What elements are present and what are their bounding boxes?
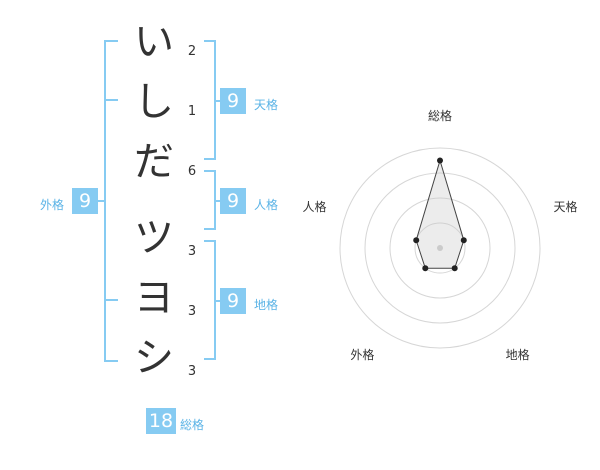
radar-ring bbox=[339, 147, 541, 349]
radar-series-area bbox=[415, 158, 465, 269]
radar-point-5 bbox=[413, 237, 420, 244]
jinkaku-connector bbox=[214, 200, 222, 202]
chikaku-value-box: 9 bbox=[220, 288, 246, 314]
jinkaku-value-box: 9 bbox=[220, 188, 246, 214]
radar-ring bbox=[389, 197, 491, 299]
name-char-6: シ bbox=[134, 335, 174, 381]
stroke-count-2: 1 bbox=[187, 104, 197, 119]
radar-point-4 bbox=[422, 265, 429, 272]
stroke-count-1: 2 bbox=[187, 44, 197, 59]
name-char-3: だ bbox=[134, 139, 174, 185]
soukaku-label: 総格 bbox=[180, 418, 205, 432]
gaikaku-label: 外格 bbox=[40, 198, 65, 212]
radar-axis-label-3: 地格 bbox=[506, 347, 530, 362]
tenkaku-value-box: 9 bbox=[220, 88, 246, 114]
gaikaku-bracket-tick bbox=[104, 299, 118, 301]
radar-axis-label-5: 人格 bbox=[302, 199, 326, 214]
radar-center-dot bbox=[437, 245, 443, 251]
gaikaku-bracket bbox=[104, 40, 118, 362]
radar-point-3 bbox=[451, 265, 458, 272]
stroke-count-5: 3 bbox=[187, 304, 197, 319]
radar-point-2 bbox=[460, 237, 467, 244]
radar-ring bbox=[364, 172, 516, 324]
chikaku-connector bbox=[214, 300, 222, 302]
gaikaku-connector bbox=[96, 200, 106, 202]
name-char-2: し bbox=[134, 79, 174, 125]
name-char-5: ヨ bbox=[134, 275, 174, 321]
stroke-count-4: 3 bbox=[187, 244, 197, 259]
radar-ring bbox=[414, 222, 466, 274]
tenkaku-connector bbox=[214, 100, 222, 102]
soukaku-value-box: 18 bbox=[146, 408, 176, 434]
radar-axis-label-1: 総格 bbox=[428, 108, 452, 123]
gaikaku-bracket-tick bbox=[104, 99, 118, 101]
gaikaku-value-box: 9 bbox=[72, 188, 98, 214]
name-char-1: い bbox=[134, 19, 174, 65]
jinkaku-label: 人格 bbox=[254, 198, 279, 212]
tenkaku-label: 天格 bbox=[254, 98, 279, 112]
chikaku-label: 地格 bbox=[254, 298, 279, 312]
radar-axis-label-2: 天格 bbox=[554, 199, 578, 214]
stroke-count-3: 6 bbox=[187, 164, 197, 179]
radar-axis-label-4: 外格 bbox=[350, 347, 374, 362]
name-char-4: ツ bbox=[134, 215, 174, 261]
stroke-count-6: 3 bbox=[187, 364, 197, 379]
radar-point-1 bbox=[437, 157, 443, 164]
